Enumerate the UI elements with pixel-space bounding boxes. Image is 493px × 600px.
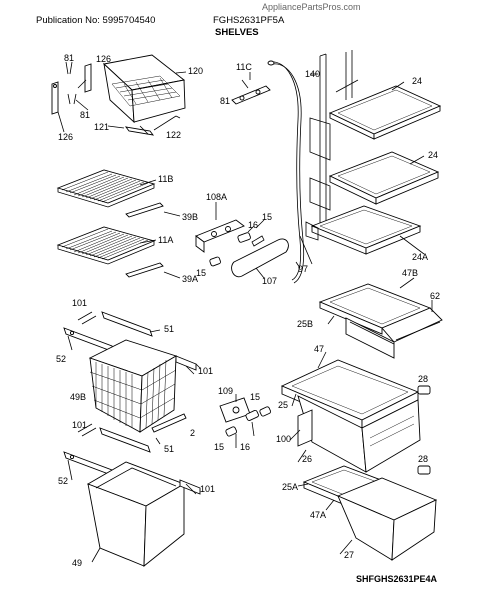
trim-39a: [125, 262, 181, 279]
callout-97: 97: [298, 264, 308, 274]
wire-basket-49b: [88, 339, 178, 433]
bracket-109: [219, 397, 251, 423]
callout-101-mid: 101: [198, 366, 213, 376]
callout-51-upper: 51: [164, 324, 174, 334]
callout-47: 47: [314, 344, 324, 354]
rail-122: [153, 115, 181, 131]
rail-51-upper: [101, 311, 153, 337]
callout-120: 120: [188, 66, 203, 76]
callout-28-upper: 28: [418, 374, 428, 384]
rail-101-upper: [77, 311, 97, 325]
callout-15-bottom: 15: [214, 442, 224, 452]
rail-121: [107, 125, 155, 136]
callout-122: 122: [166, 130, 181, 140]
knobs-15-16-lower: [225, 406, 272, 437]
callout-27: 27: [344, 550, 354, 560]
diagram-code: SHFGHS2631PE4A: [356, 574, 438, 584]
callout-2: 2: [190, 428, 195, 438]
callout-51-lower: 51: [164, 444, 174, 454]
divider-100: [297, 409, 313, 447]
callout-labels: 81 126 120 81 126 121 122 11C 81 140 24 …: [56, 53, 440, 584]
callout-126-top: 126: [96, 54, 111, 64]
bin-27: [336, 477, 438, 561]
callout-49b: 49B: [70, 392, 86, 402]
callout-15-mid: 15: [196, 268, 206, 278]
callout-47a: 47A: [310, 510, 326, 520]
pan-47: [280, 359, 421, 473]
glass-shelf-24-middle: [309, 151, 440, 211]
handle-2: [151, 413, 187, 433]
trim-39b: [125, 202, 181, 218]
shelf-support-11c: [231, 79, 271, 105]
callout-25a: 25A: [282, 482, 298, 492]
callout-101-bottom: 101: [200, 484, 215, 494]
callout-140: 140: [305, 69, 320, 79]
section-title: SHELVES: [215, 27, 259, 38]
clip-15-upper: [251, 235, 265, 247]
callout-25b: 25B: [297, 319, 313, 329]
model-number: FGHS2631PF5A: [213, 15, 285, 26]
callout-52-upper: 52: [56, 354, 66, 364]
callout-11a: 11A: [158, 235, 173, 245]
rail-51-lower: [99, 427, 151, 453]
callout-81-center: 81: [220, 96, 230, 106]
clips-28: [417, 385, 431, 475]
callout-11c: 11C: [236, 62, 252, 72]
callout-39a: 39A: [182, 274, 198, 284]
callout-15-lower: 15: [250, 392, 260, 402]
glass-shelf-24-top: [309, 85, 442, 161]
callout-52-lower: 52: [58, 476, 68, 486]
callout-39b: 39B: [182, 212, 198, 222]
wire-shelf-11a: [56, 226, 156, 265]
rail-52-lower: [63, 451, 115, 477]
site-watermark: AppliancePartsPros.com: [262, 2, 361, 12]
callout-81-mid: 81: [80, 110, 90, 120]
callout-24a: 24A: [412, 252, 428, 262]
cover-107: [231, 238, 289, 278]
callout-81-top: 81: [64, 53, 74, 63]
callout-28-lower: 28: [418, 454, 428, 464]
crisper-pan-120: [103, 54, 186, 124]
callout-11b: 11B: [158, 174, 173, 184]
callout-107: 107: [262, 276, 277, 286]
callout-24-middle: 24: [428, 150, 438, 160]
liner-post-140: [310, 50, 353, 230]
rail-101-bottom: [179, 479, 201, 495]
callout-109: 109: [218, 386, 233, 396]
callout-101-lower: 101: [72, 420, 87, 430]
callout-15-upper: 15: [262, 212, 272, 222]
tube-97: [267, 60, 313, 284]
bin-49: [86, 461, 186, 567]
callout-26: 26: [302, 454, 312, 464]
callout-25: 25: [278, 400, 288, 410]
knob-15-lower: [209, 256, 221, 267]
wire-shelf-11b: [56, 169, 156, 208]
callout-126-bottom: 126: [58, 132, 73, 142]
rail-101-lower: [77, 423, 97, 437]
callout-16-upper: 16: [248, 220, 258, 230]
knob-16-upper: [237, 225, 255, 243]
leader-lines: [57, 71, 433, 563]
callout-47b: 47B: [402, 268, 418, 278]
screws-81: [65, 61, 77, 105]
callout-108a: 108A: [206, 192, 227, 202]
rail-126-lower: [51, 81, 59, 115]
publication-number: Publication No: 5995704540: [36, 15, 156, 26]
callout-101-upper: 101: [72, 298, 87, 308]
callout-62: 62: [430, 291, 440, 301]
bracket-108a: [195, 219, 245, 253]
callout-121: 121: [94, 122, 109, 132]
drawer-front-62: [345, 307, 443, 359]
callout-16-lower: 16: [240, 442, 250, 452]
rail-101-mid: [175, 355, 201, 371]
callout-24-top: 24: [412, 76, 422, 86]
callout-100: 100: [276, 434, 291, 444]
callout-49: 49: [72, 558, 82, 568]
glass-shelf-24a-bottom: [305, 205, 422, 255]
rail-126-upper: [77, 63, 92, 93]
